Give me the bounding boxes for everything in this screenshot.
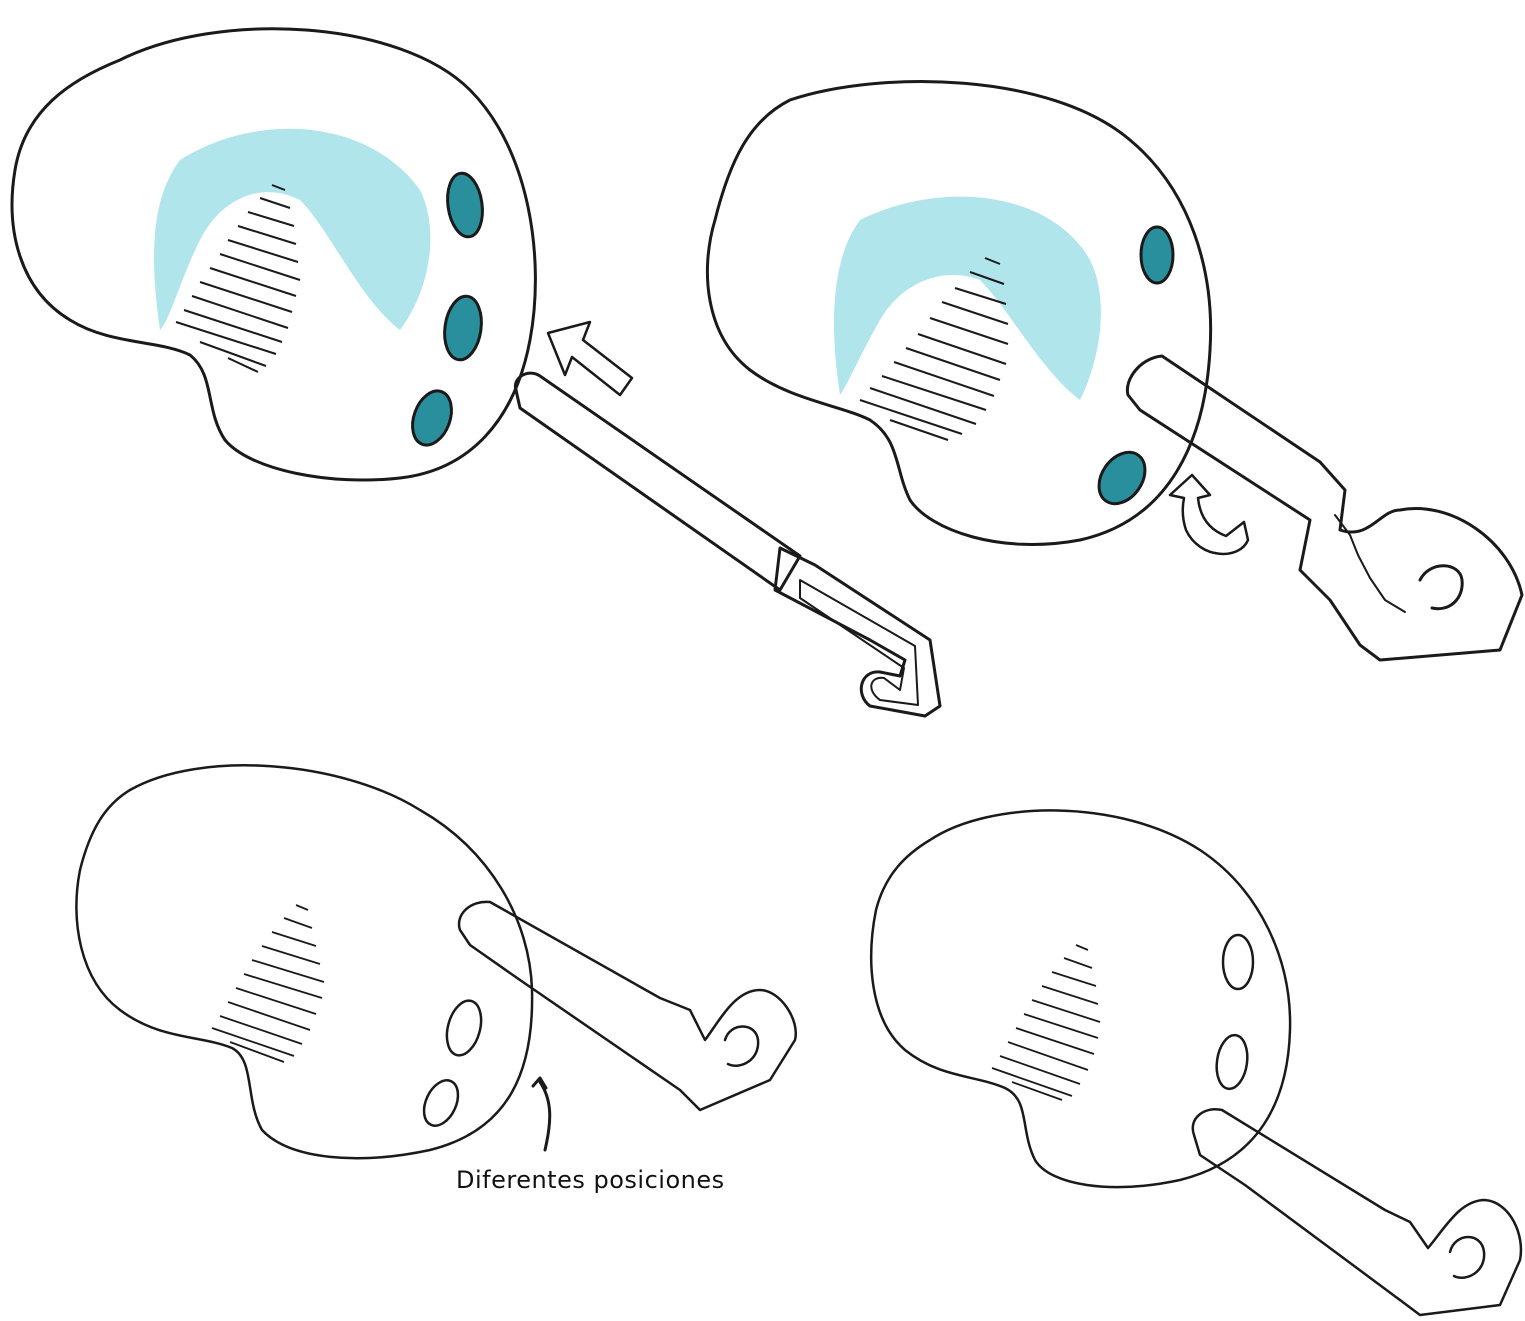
cushion-outline bbox=[76, 765, 532, 1158]
panel-top-left bbox=[12, 29, 940, 716]
position-arrow-icon bbox=[533, 1078, 550, 1150]
tool-inserted bbox=[1193, 1109, 1521, 1315]
caption-label: Diferentes posiciones bbox=[456, 1166, 725, 1194]
tool-inserted bbox=[459, 902, 796, 1110]
hatch-area bbox=[212, 905, 324, 1062]
hole-2 bbox=[417, 1075, 464, 1131]
panel-bottom-right bbox=[871, 810, 1521, 1315]
panel-bottom-left bbox=[76, 765, 795, 1158]
hole-2 bbox=[1213, 1033, 1250, 1091]
hole-1 bbox=[1141, 227, 1173, 283]
tool-hook bbox=[725, 1027, 758, 1066]
hole-1 bbox=[1223, 935, 1253, 989]
hole-3 bbox=[406, 386, 459, 451]
tool-hook bbox=[1450, 1237, 1484, 1278]
hole-1 bbox=[444, 171, 487, 239]
hole-1 bbox=[441, 997, 486, 1059]
rotate-arrow-icon bbox=[1170, 475, 1248, 554]
hatch-area bbox=[992, 945, 1100, 1100]
cushion-shadow bbox=[154, 129, 430, 330]
hole-2 bbox=[1090, 444, 1155, 513]
insert-arrow-icon bbox=[548, 322, 632, 395]
tool-inserted bbox=[1127, 356, 1522, 660]
hole-2 bbox=[441, 294, 486, 362]
